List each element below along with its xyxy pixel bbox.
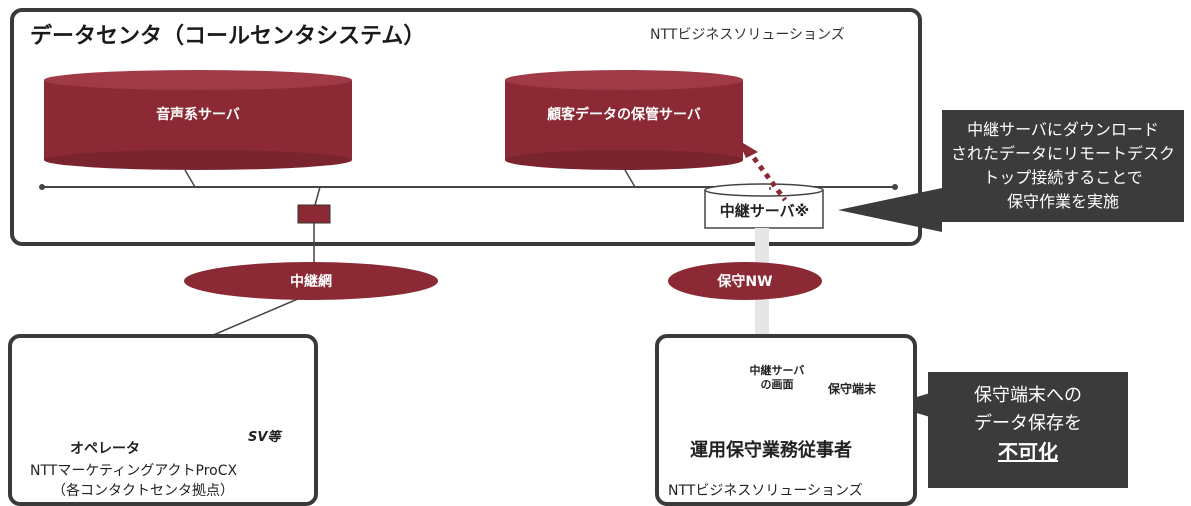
datacenter-owner: NTTビジネスソリューションズ [650, 27, 845, 43]
relay-server-cylinder [704, 183, 824, 229]
customer-server-cylinder [505, 70, 743, 170]
operator-label: オペレータ [70, 441, 140, 457]
maintenance-network: 保守NW [668, 262, 822, 300]
relay-callout: 中継サーバにダウンロード されたデータにリモートデスク トップ接続することで 保… [942, 110, 1184, 222]
voice-server-cylinder [44, 70, 352, 170]
relay-network: 中継網 [184, 262, 438, 300]
customer-server-label: 顧客データの保管サーバ [547, 107, 701, 123]
terminal-callout: 保守端末への データ保存を 不可化 [928, 372, 1128, 488]
relay-screen-text: 中継サーバ の画面 [749, 364, 805, 391]
operator-company: NTTマーケティングアクトProCX [30, 463, 238, 479]
datacenter-title: データセンタ（コールセンタシステム） [30, 24, 426, 49]
operator-sites: （各コンタクトセンタ拠点） [52, 483, 234, 499]
relay-server-label: 中継サーバ※ [719, 202, 810, 220]
operator-site-box [8, 334, 318, 506]
maintenance-owner: NTTビジネスソリューションズ [668, 483, 863, 499]
voice-server-label: 音声系サーバ [156, 107, 240, 123]
router-icon [297, 204, 331, 224]
maintenance-operator: 運用保守業務従事者 [690, 440, 852, 461]
terminal-label: 保守端末 [828, 382, 877, 396]
switch-label: SW [168, 342, 192, 357]
dotted-arrow [745, 148, 788, 202]
sv-label: SV等 [248, 430, 281, 445]
